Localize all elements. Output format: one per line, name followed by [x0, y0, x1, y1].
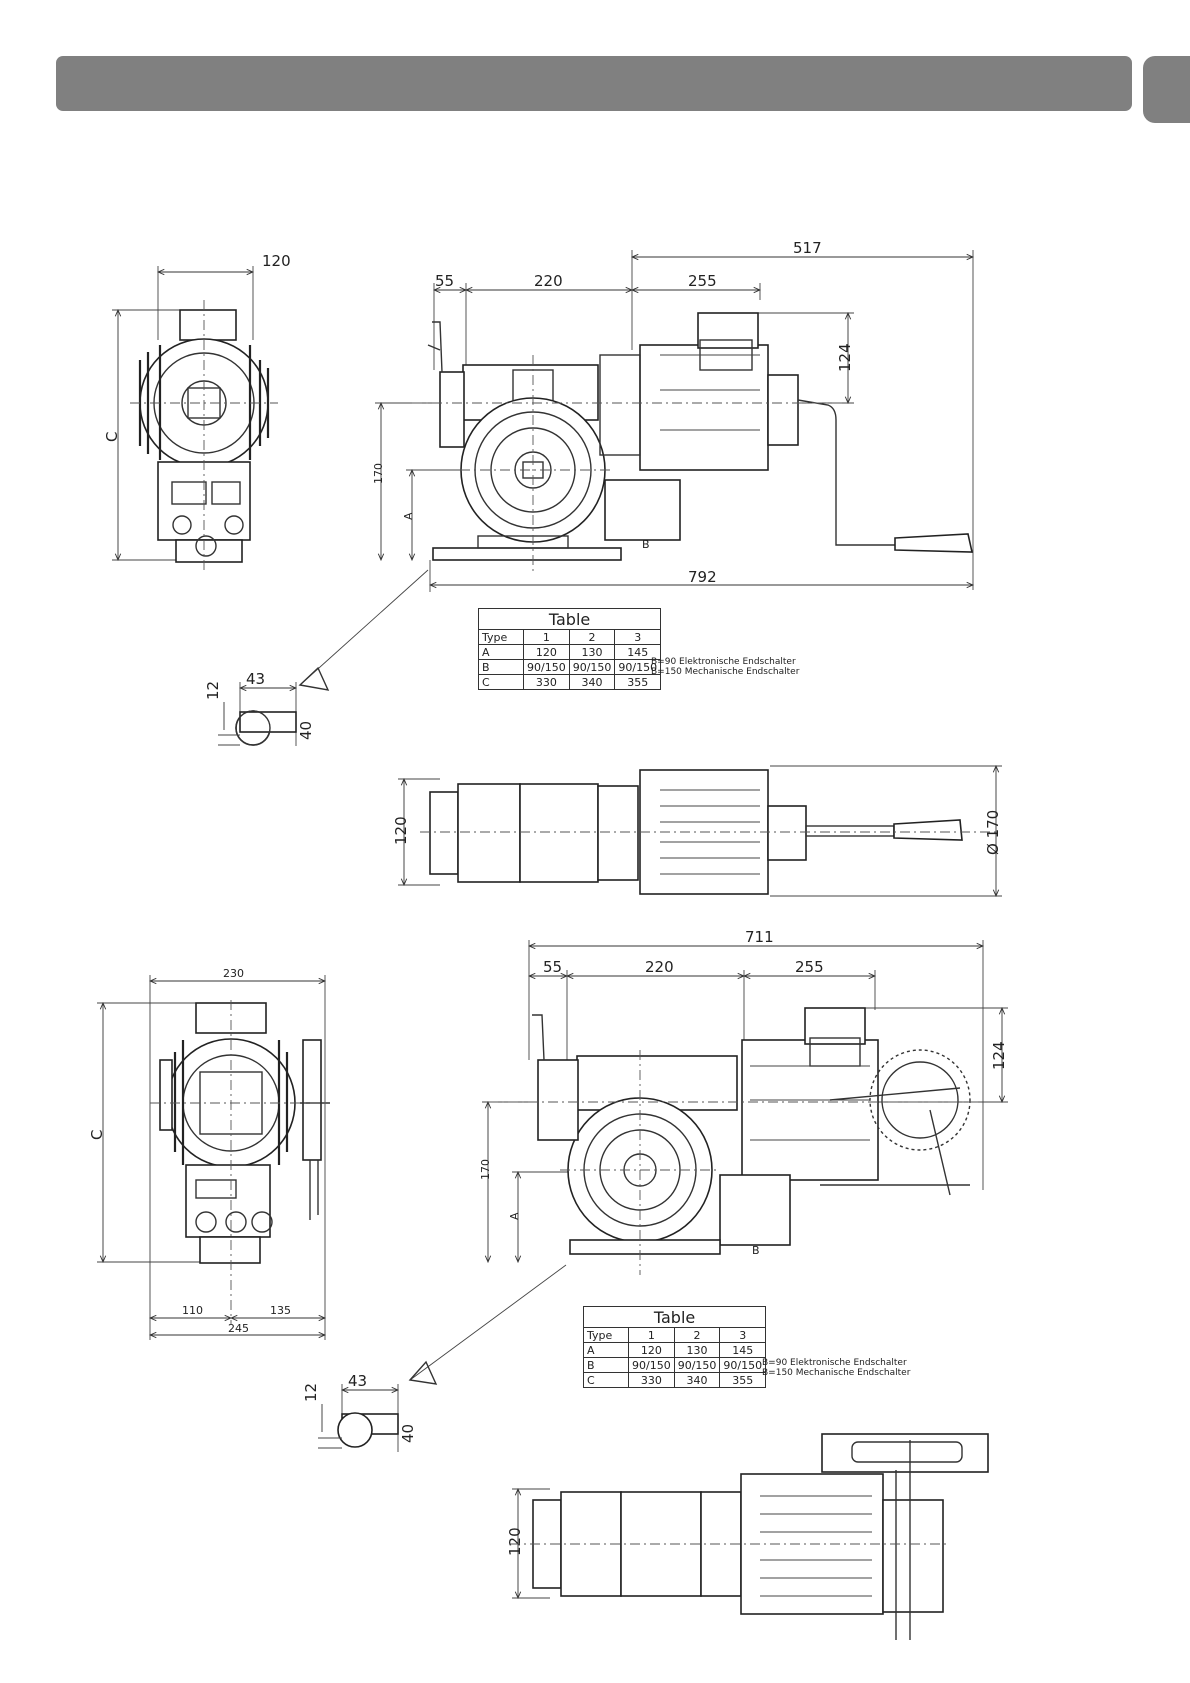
fig3-dim-711: 711 — [745, 928, 774, 946]
fig1-note: B=90 Elektronische Endschalter B=150 Mec… — [651, 657, 799, 677]
fig3-side-view: 230 C 110 135 245 — [88, 967, 330, 1340]
table-cell: 330 — [523, 674, 570, 690]
table-header-cell: 1 — [628, 1327, 675, 1343]
table-header-cell: 2 — [568, 629, 616, 645]
table-cell: C — [583, 1372, 629, 1388]
fig3-key-40: 40 — [399, 1424, 417, 1443]
fig3-dim-55: 55 — [543, 958, 562, 976]
table-cell: A — [478, 644, 524, 660]
table-cell: C — [478, 674, 524, 690]
table-row: A 120 130 145 — [478, 644, 662, 660]
table-cell: 90/150 — [523, 659, 570, 675]
table-row: A 120 130 145 — [583, 1342, 767, 1358]
fig1-dim-170: 170 — [372, 463, 385, 484]
fig1-key-detail: 43 12 40 — [204, 670, 315, 746]
table-cell: 120 — [523, 644, 570, 660]
fig1-dim-b: B — [642, 538, 650, 551]
header-bar — [56, 56, 1132, 111]
fig1-dim-c: C — [103, 432, 121, 442]
table-header-cell: Type — [478, 629, 524, 645]
fig2-dim-d170: Ø 170 — [984, 810, 1002, 855]
fig3-key-12: 12 — [302, 1383, 320, 1402]
fig3-dim-b: B — [752, 1244, 760, 1257]
table-cell: B — [478, 659, 524, 675]
fig1-dim-792: 792 — [688, 568, 717, 586]
fig1-front-view: 55 220 255 517 124 170 A 792 — [372, 239, 973, 592]
table-header-cell: Type — [583, 1327, 629, 1343]
table-row: C 330 340 355 — [478, 674, 662, 690]
fig1-key-40: 40 — [297, 721, 315, 740]
table-cell: 145 — [719, 1342, 767, 1358]
table-cell: 90/150 — [568, 659, 616, 675]
table-cell: 90/150 — [673, 1357, 721, 1373]
table-cell: 355 — [614, 674, 662, 690]
fig1-note-line2: B=150 Mechanische Endschalter — [651, 667, 800, 677]
fig1-dim-255: 255 — [688, 272, 717, 290]
table-cell: 340 — [673, 1372, 721, 1388]
table-row: C 330 340 355 — [583, 1372, 767, 1388]
table-cell: 330 — [628, 1372, 675, 1388]
fig3-dim-110: 110 — [182, 1304, 203, 1317]
table-row: B 90/150 90/150 90/150 — [478, 659, 662, 675]
fig3-key-detail: 43 12 40 — [302, 1372, 417, 1452]
fig1-key-43: 43 — [246, 670, 265, 688]
fig3-note: B=90 Elektronische Endschalter B=150 Mec… — [762, 1358, 910, 1378]
table-header-cell: 2 — [673, 1327, 721, 1343]
table-cell: 130 — [673, 1342, 721, 1358]
fig1-dim-55: 55 — [435, 272, 454, 290]
table-header-row: Type 1 2 3 — [583, 1327, 767, 1343]
fig3-front-view: 711 55 220 255 124 170 A B — [479, 928, 1008, 1275]
header-tab — [1143, 56, 1190, 123]
table-cell: 355 — [719, 1372, 767, 1388]
fig3-table-title: Table — [582, 1306, 767, 1328]
table-cell: 90/150 — [628, 1357, 675, 1373]
fig3-dim-124: 124 — [990, 1041, 1008, 1070]
fig1-table-title: Table — [477, 608, 662, 630]
fig3-dim-245: 245 — [228, 1322, 249, 1335]
table-cell: 340 — [568, 674, 616, 690]
fig1-dim-a: A — [402, 512, 415, 520]
fig1-note-line1: B=90 Elektronische Endschalter — [651, 657, 796, 667]
fig3-note-line2: B=150 Mechanische Endschalter — [762, 1368, 911, 1378]
fig3-dim-135: 135 — [270, 1304, 291, 1317]
fig3-key-43: 43 — [348, 1372, 367, 1390]
fig1-dim-220: 220 — [534, 272, 563, 290]
fig1-table: Table Type 1 2 3 A 120 130 145 B 90/150 … — [477, 608, 662, 690]
fig4-dim-120: 120 — [506, 1527, 524, 1556]
fig4-top-view: 120 — [506, 1433, 989, 1640]
fig3-note-line1: B=90 Elektronische Endschalter — [762, 1358, 907, 1368]
table-cell: B — [583, 1357, 629, 1373]
fig3-table: Table Type 1 2 3 A 120 130 145 B 90/150 … — [582, 1306, 767, 1388]
fig1-side-view: 120 C — [103, 252, 291, 570]
fig2-dim-120: 120 — [392, 816, 410, 845]
fig1-dim-517: 517 — [793, 239, 822, 257]
fig3-dim-a: A — [508, 1212, 521, 1220]
table-cell: 130 — [568, 644, 616, 660]
fig3-dim-220: 220 — [645, 958, 674, 976]
table-header-row: Type 1 2 3 — [478, 629, 662, 645]
table-row: B 90/150 90/150 90/150 — [583, 1357, 767, 1373]
table-cell: 120 — [628, 1342, 675, 1358]
fig1-dim-120: 120 — [262, 252, 291, 270]
table-header-cell: 3 — [719, 1327, 767, 1343]
fig3-dim-255: 255 — [795, 958, 824, 976]
fig3-dim-230: 230 — [223, 967, 244, 980]
table-cell: A — [583, 1342, 629, 1358]
fig2-top-view: 120 Ø 170 — [392, 766, 1002, 896]
table-cell: 90/150 — [614, 659, 662, 675]
table-header-cell: 3 — [614, 629, 662, 645]
fig1-key-12: 12 — [204, 681, 222, 700]
table-header-cell: 1 — [523, 629, 570, 645]
fig1-dim-124: 124 — [836, 343, 854, 372]
fig3-dim-c: C — [88, 1130, 106, 1140]
table-cell: 90/150 — [719, 1357, 767, 1373]
fig3-dim-170: 170 — [479, 1159, 492, 1180]
